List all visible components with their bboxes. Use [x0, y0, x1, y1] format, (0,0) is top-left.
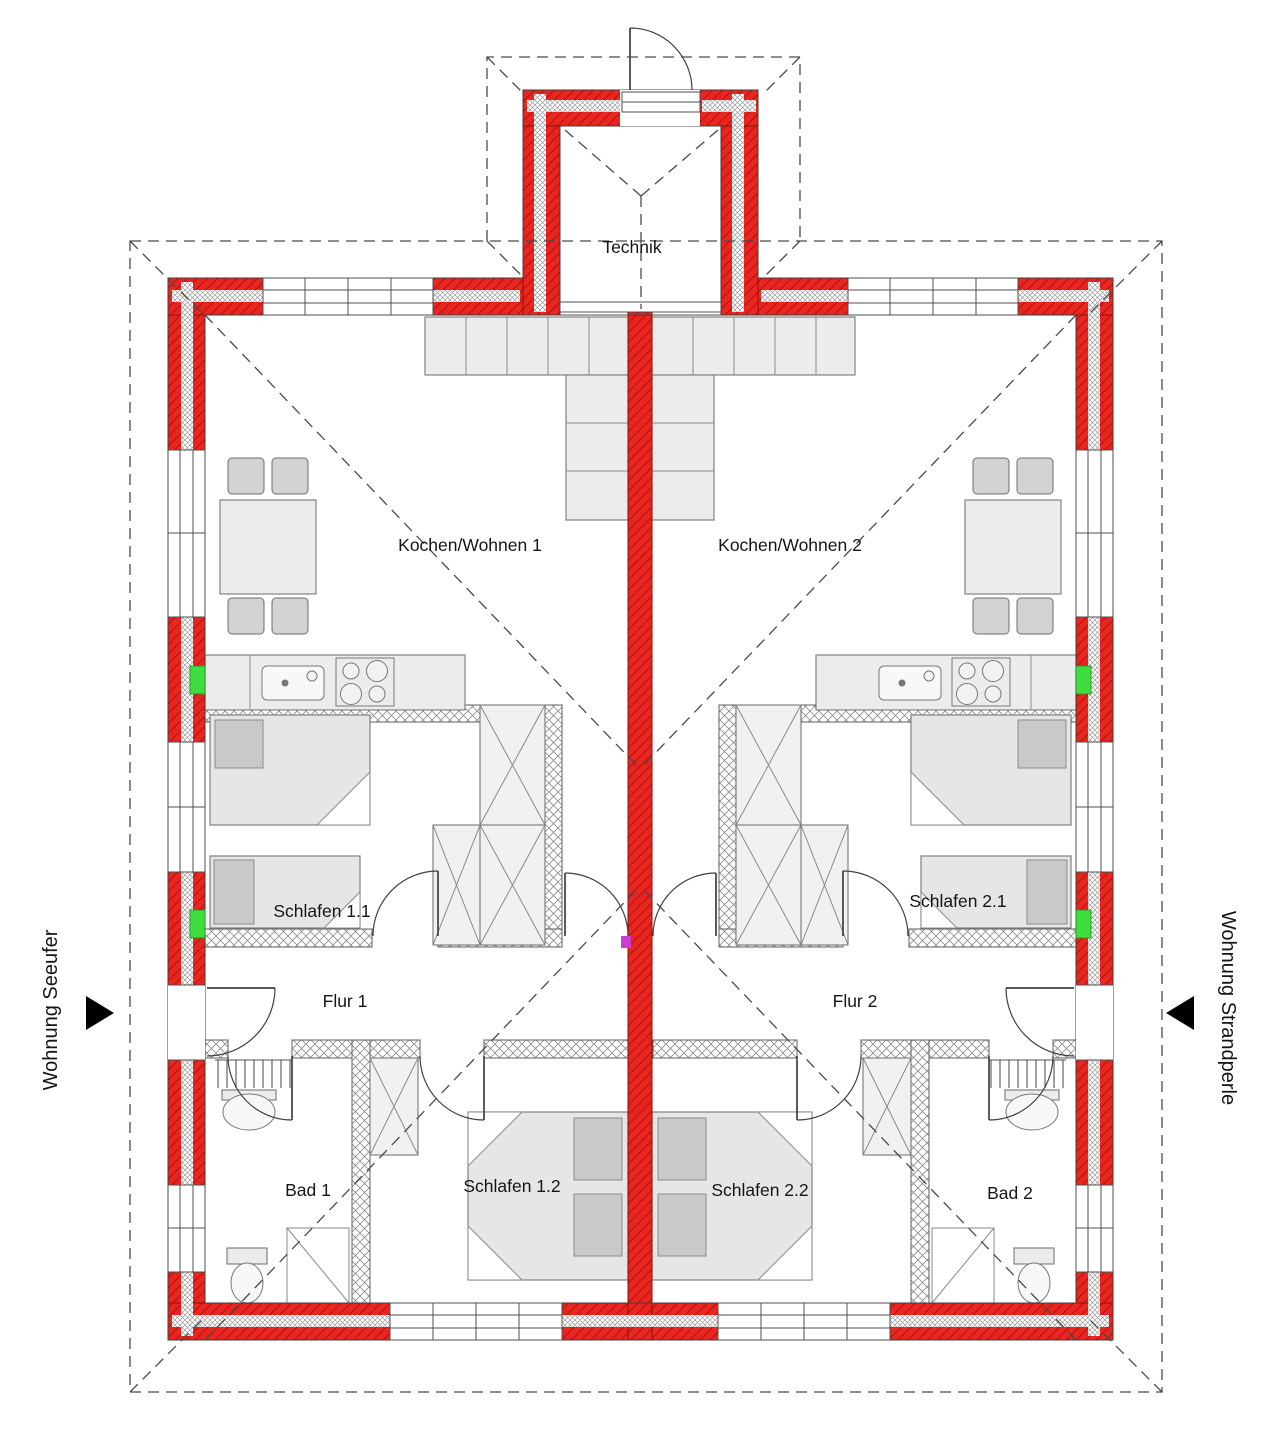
- partition-wall: [483, 1039, 629, 1059]
- bed-schlafen-2-2: [651, 1111, 813, 1281]
- roof-line: [763, 240, 801, 278]
- room-label-bad-2: Bad 2: [987, 1183, 1033, 1203]
- toilet-right: [1013, 1247, 1055, 1304]
- bed-schlafen-1-1-b: [209, 855, 361, 929]
- window-right-3: [1075, 1184, 1114, 1273]
- entrance-opening-left: [168, 984, 205, 1061]
- window-right-2: [1075, 741, 1114, 873]
- bed-schlafen-2-1-a: [910, 714, 1072, 826]
- wardrobe-left-1: [432, 704, 546, 946]
- room-label-schlafen-1-2: Schlafen 1.2: [463, 1176, 560, 1196]
- bathroom-fixtures-left: [215, 1059, 350, 1304]
- radiator-left: [215, 1059, 292, 1088]
- windows: [167, 277, 1114, 1341]
- door-kochen-1: [564, 872, 629, 937]
- door-schlafen-1-2: [419, 1055, 485, 1121]
- door-kochen-2: [652, 872, 717, 937]
- partition-wall: [544, 704, 563, 948]
- entrance-opening-right: [1076, 984, 1113, 1061]
- room-labels: Technik Kochen/Wohnen 1 Kochen/Wohnen 2 …: [273, 237, 1033, 1203]
- window-top-2: [847, 277, 1019, 316]
- room-label-technik: Technik: [602, 237, 662, 257]
- roof-hip: [204, 885, 641, 1341]
- window-bottom-2: [717, 1302, 891, 1341]
- window-left-3: [167, 1184, 206, 1273]
- party-wall-center: [627, 309, 653, 1341]
- green-accent: [189, 665, 206, 695]
- washbasin-left: [221, 1089, 277, 1131]
- room-label-schlafen-2-1: Schlafen 2.1: [909, 891, 1006, 911]
- partition-wall: [652, 1039, 798, 1059]
- wardrobe-left-2: [369, 1057, 419, 1156]
- roof-line: [486, 56, 524, 94]
- technik-door-opening: [620, 90, 701, 126]
- room-label-bad-1: Bad 1: [285, 1180, 331, 1200]
- window-right-1: [1075, 449, 1114, 618]
- door-technik: [629, 27, 693, 91]
- partition-wall: [910, 1039, 930, 1304]
- room-label-flur-2: Flur 2: [833, 991, 878, 1011]
- wardrobe-right-1: [735, 704, 849, 946]
- doors: [206, 27, 1075, 1121]
- dining-set-right: [964, 457, 1062, 635]
- room-label-schlafen-2-2: Schlafen 2.2: [711, 1180, 808, 1200]
- partition-wall: [351, 1039, 371, 1304]
- wall-accents: [189, 665, 1092, 948]
- kitchen-block-top-right: [651, 316, 856, 521]
- radiator-right: [989, 1059, 1066, 1088]
- partition-wall: [718, 704, 737, 948]
- bed-schlafen-2-1-b: [920, 855, 1072, 929]
- door-entrance-right: [1005, 987, 1075, 1057]
- green-accent: [1075, 909, 1092, 939]
- window-left-2: [167, 741, 206, 873]
- door-bad-2: [988, 1055, 1054, 1121]
- bed-schlafen-1-2: [467, 1111, 629, 1281]
- room-label-flur-1: Flur 1: [323, 991, 368, 1011]
- kitchen-stove-left: [335, 657, 395, 707]
- washbasin-right: [1004, 1089, 1060, 1131]
- kitchen-counter-right: [815, 654, 1077, 711]
- roof-dashed-lines: [129, 56, 1163, 1393]
- room-label-kochen-wohnen-1: Kochen/Wohnen 1: [398, 535, 542, 555]
- door-entrance-left: [206, 987, 276, 1057]
- unit-label-left: Wohnung Seeufer: [40, 929, 62, 1090]
- roof-hip: [639, 314, 1077, 770]
- magenta-marker: [621, 936, 631, 948]
- roof-overhang-technik: [486, 56, 801, 241]
- door-schlafen-1-1: [372, 870, 439, 937]
- roof-line: [763, 56, 801, 94]
- roof-hip: [204, 314, 641, 770]
- kitchen-counter-left: [204, 654, 466, 711]
- window-left-1: [167, 449, 206, 618]
- door-bad-1: [227, 1055, 293, 1121]
- unit-label-right: Wohnung Strandperle: [1217, 911, 1239, 1105]
- room-label-kochen-wohnen-2: Kochen/Wohnen 2: [718, 535, 862, 555]
- arrow-left-icon: [1166, 996, 1194, 1030]
- kitchen-block-top-left: [424, 316, 629, 521]
- unit-labels: Wohnung Seeufer Wohnung Strandperle: [40, 911, 1239, 1105]
- roof-hip-technik: [564, 129, 719, 309]
- bathroom-fixtures-right: [931, 1059, 1066, 1304]
- green-accent: [189, 909, 206, 939]
- window-top-1: [262, 277, 434, 316]
- wardrobe-right-2: [862, 1057, 912, 1156]
- kitchen-sink-right: [878, 665, 942, 701]
- arrow-right-icon: [86, 996, 114, 1030]
- door-schlafen-2-1: [842, 870, 909, 937]
- roof-line: [486, 240, 524, 278]
- room-label-schlafen-1-1: Schlafen 1.1: [273, 901, 370, 921]
- kitchen-sink-left: [261, 665, 325, 701]
- partition-wall: [204, 928, 373, 948]
- green-accent: [1075, 665, 1092, 695]
- roof-hip: [639, 885, 1077, 1341]
- window-bottom-1: [389, 1302, 563, 1341]
- bed-schlafen-1-1-a: [209, 714, 371, 826]
- door-schlafen-2-2: [796, 1055, 862, 1121]
- toilet-left: [226, 1247, 268, 1304]
- partition-wall: [908, 928, 1077, 948]
- dining-set-left: [219, 457, 317, 635]
- kitchen-stove-right: [951, 657, 1011, 707]
